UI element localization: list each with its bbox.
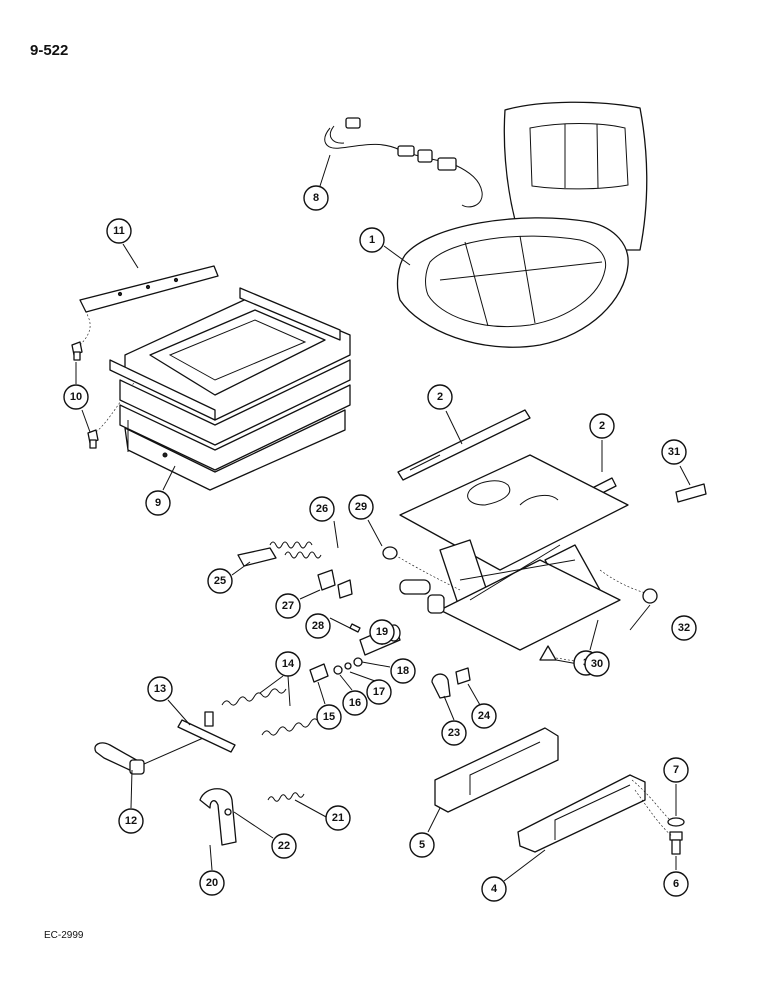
- callout-15: 15: [316, 704, 342, 730]
- mount-brackets-drawing: [434, 727, 685, 855]
- callout-30: 30: [584, 651, 610, 677]
- callout-9: 9: [145, 490, 171, 516]
- bellows-cover-drawing: [109, 287, 351, 491]
- callout-7: 7: [663, 757, 689, 783]
- seat-drawing: [396, 101, 648, 348]
- callout-label: 25: [214, 575, 226, 587]
- callout-label: 1: [369, 234, 375, 246]
- callout-label: 26: [316, 503, 328, 515]
- callout-22: 22: [271, 833, 297, 859]
- callout-label: 8: [313, 192, 319, 204]
- callout-label: 20: [206, 877, 218, 889]
- callout-label: 14: [282, 658, 295, 670]
- bracket-drawing: [317, 569, 361, 633]
- callout-label: 29: [355, 501, 367, 513]
- callout-28: 28: [305, 613, 331, 639]
- callout-20: 20: [199, 870, 225, 896]
- callout-label: 4: [491, 883, 498, 895]
- callout-label: 27: [282, 600, 294, 612]
- callout-label: 2: [599, 420, 605, 432]
- seat-plate-drawing: [79, 265, 219, 313]
- callout-5: 5: [409, 832, 435, 858]
- callout-6: 6: [663, 871, 689, 897]
- callout-16: 16: [342, 690, 368, 716]
- callout-label: 2: [437, 391, 443, 403]
- callout-label: 15: [323, 711, 335, 723]
- callout-label: 31: [668, 446, 680, 458]
- callout-2b: 2: [589, 413, 615, 439]
- callout-25: 25: [207, 568, 233, 594]
- callout-label: 6: [673, 878, 679, 890]
- callout-label: 32: [678, 622, 690, 634]
- seat-belt-drawing: [324, 117, 483, 208]
- callout-19: 19: [369, 619, 395, 645]
- callout-label: 11: [113, 225, 125, 237]
- callout-21: 21: [325, 805, 351, 831]
- small-hardware-drawing: [382, 483, 707, 665]
- handle-drawing: [94, 711, 236, 775]
- callout-32: 32: [671, 615, 697, 641]
- callout-label: 7: [673, 764, 679, 776]
- callout-label: 5: [419, 839, 425, 851]
- callout-label: 9: [155, 497, 161, 509]
- callout-label: 30: [591, 658, 603, 670]
- bolts-drawing: [71, 311, 141, 449]
- callout-label: 10: [70, 391, 82, 403]
- callout-26: 26: [309, 496, 335, 522]
- callout-label: 19: [376, 626, 388, 638]
- callout-31: 31: [661, 439, 687, 465]
- callout-17: 17: [366, 679, 392, 705]
- springs-top-drawing: [237, 541, 322, 567]
- callout-18: 18: [390, 658, 416, 684]
- main-springs-drawing: [221, 688, 327, 736]
- callout-label: 24: [478, 710, 491, 722]
- callout-8: 8: [303, 185, 329, 211]
- callout-label: 21: [332, 812, 344, 824]
- callout-12: 12: [118, 808, 144, 834]
- callout-label: 23: [448, 727, 460, 739]
- callout-13: 13: [147, 676, 173, 702]
- callout-label: 13: [154, 683, 166, 695]
- callout-14: 14: [275, 651, 301, 677]
- strap-drawing: [199, 788, 305, 846]
- callout-label: 22: [278, 840, 290, 852]
- callout-label: 16: [349, 697, 361, 709]
- callout-1: 1: [359, 227, 385, 253]
- clamp-drawing: [431, 667, 471, 699]
- callout-24: 24: [471, 703, 497, 729]
- callout-29: 29: [348, 494, 374, 520]
- callout-label: 12: [125, 815, 137, 827]
- suspension-frame-drawing: [394, 454, 651, 651]
- callout-2a: 2: [427, 384, 453, 410]
- callout-label: 18: [397, 665, 409, 677]
- callout-23: 23: [441, 720, 467, 746]
- callout-label: 17: [373, 686, 385, 698]
- page-title: 9-522: [30, 42, 69, 59]
- callout-label: 28: [312, 620, 324, 632]
- leader-lines: [75, 154, 691, 882]
- callout-10: 10: [63, 384, 89, 410]
- callout-4: 4: [481, 876, 507, 902]
- footer-code: EC-2999: [44, 930, 84, 941]
- callout-11: 11: [106, 218, 132, 244]
- callout-27: 27: [275, 593, 301, 619]
